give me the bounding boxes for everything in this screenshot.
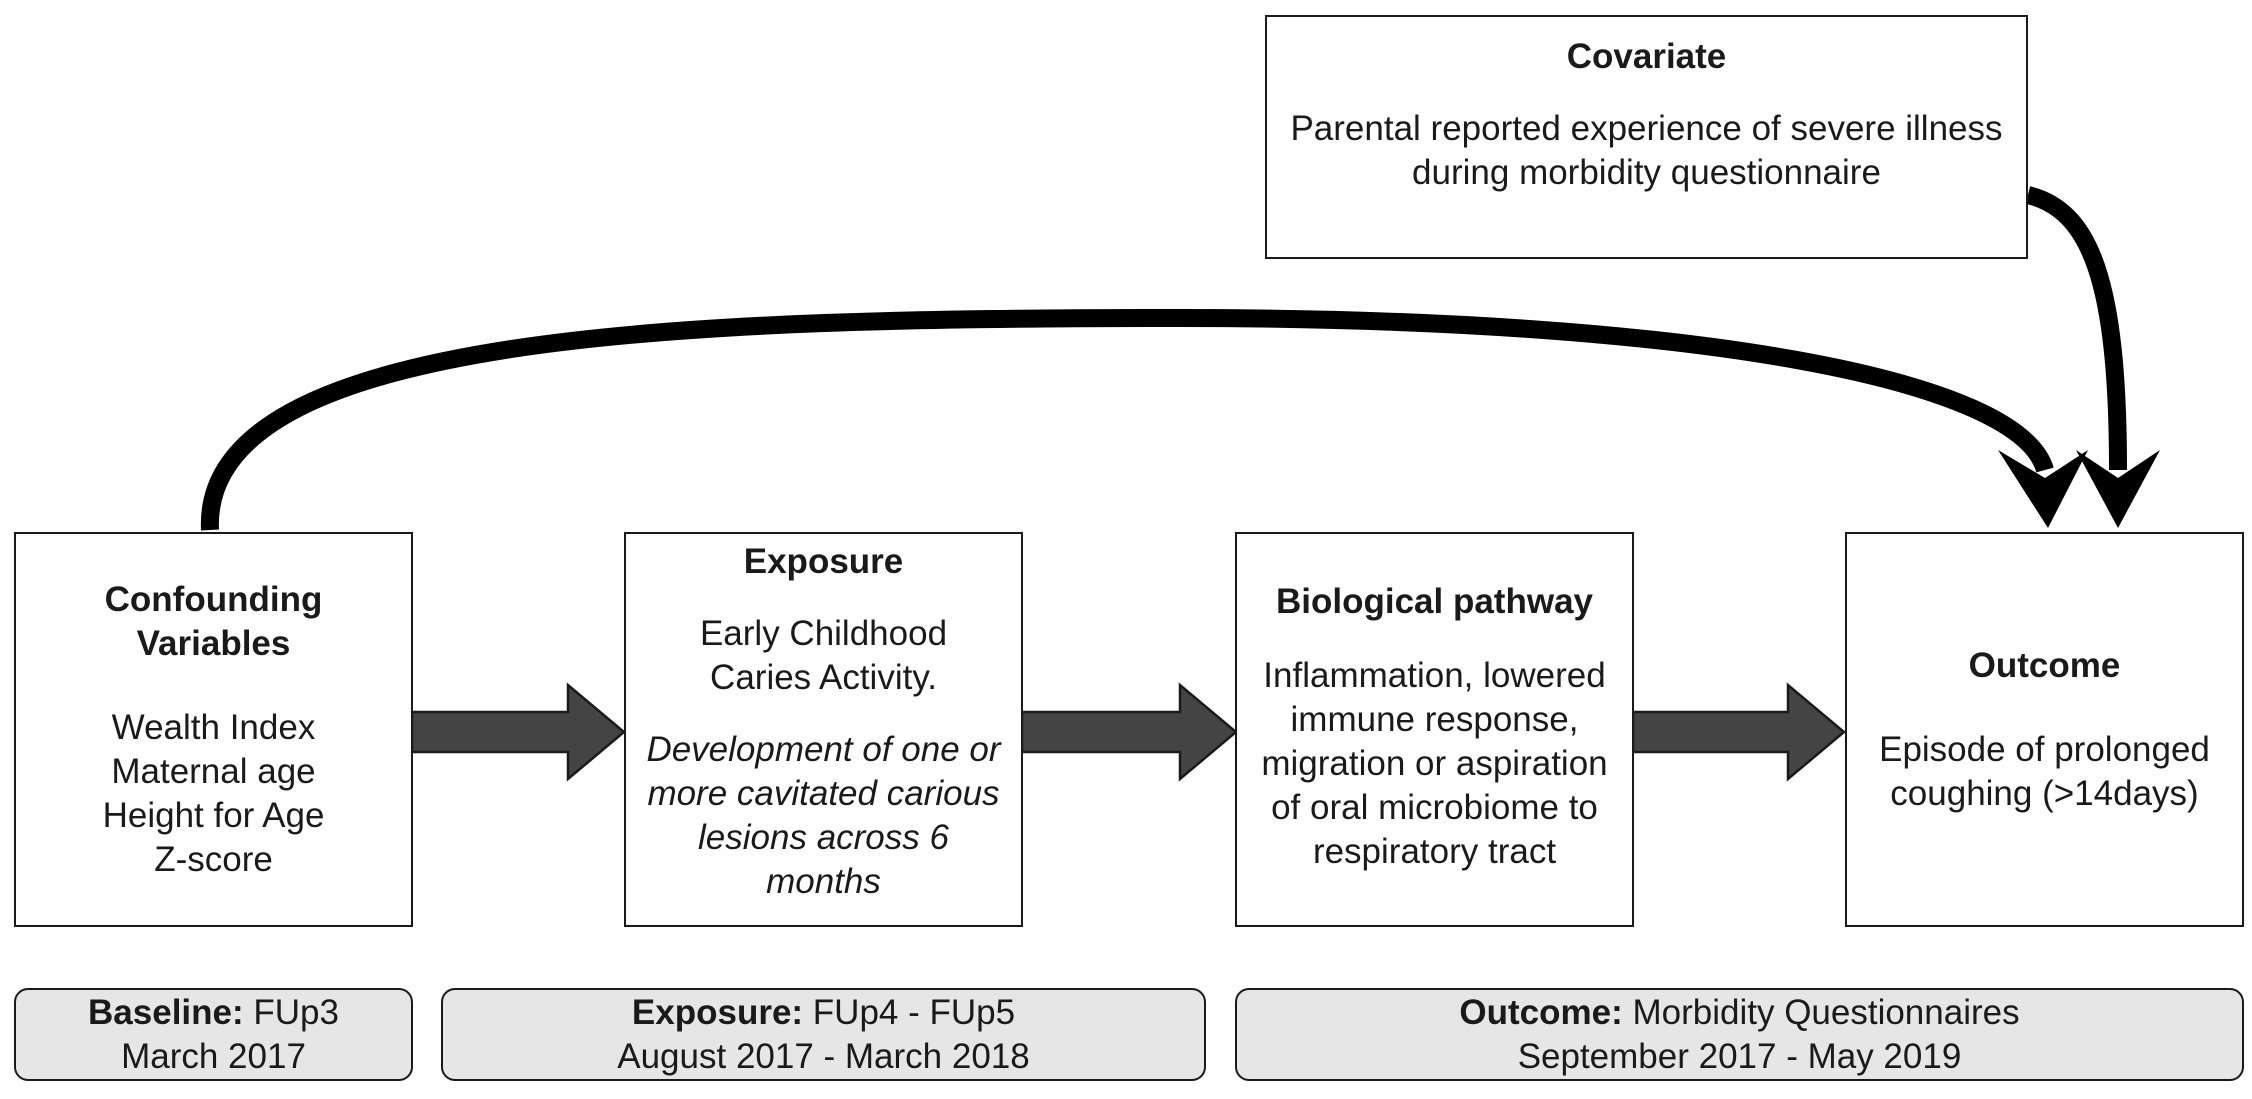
confounder-item: Height for Age [102,795,325,835]
timeline-baseline: Baseline: FUp3 March 2017 [14,988,413,1081]
pathway-box: Biological pathway Inflammation, lowered… [1235,532,1634,927]
exposure-title: Exposure [743,542,904,581]
timeline-exposure: Exposure: FUp4 - FUp5 August 2017 - Marc… [441,988,1206,1081]
arrow-pathway-to-outcome [1631,682,1846,782]
arrow-confounders-to-exposure [410,682,626,782]
timeline-dates: March 2017 [121,1036,306,1076]
exposure-box: Exposure Early Childhood Caries Activity… [624,532,1023,927]
timeline-label: Exposure: [631,992,804,1032]
pathway-title: Biological pathway [1276,582,1593,621]
outcome-box: Outcome Episode of prolonged coughing (>… [1845,532,2244,927]
curved-arrow-confounders-to-outcome [200,308,2054,531]
timeline-dates: August 2017 - March 2018 [617,1036,1030,1076]
exposure-italic-text: Development of one or more cavitated car… [646,730,1001,901]
timeline-dates: September 2017 - May 2019 [1517,1036,1962,1076]
arrow-exposure-to-pathway [1020,682,1238,782]
pathway-text: Inflammation, lowered immune response, m… [1261,656,1608,871]
timeline-value: Morbidity Questionnaires [1632,992,2020,1032]
confounder-item: Z-score [154,839,273,879]
covariate-box: Covariate Parental reported experience o… [1265,15,2028,259]
timeline-outcome: Outcome: Morbidity Questionnaires Septem… [1235,988,2244,1081]
timeline-label: Outcome: [1459,992,1623,1032]
confounders-title: Confounding Variables [104,579,323,663]
timeline-value: FUp4 - FUp5 [812,992,1016,1032]
covariate-title: Covariate [1566,37,1727,76]
timeline-label: Baseline: [88,992,244,1032]
curved-arrow-confounders-head [1998,450,2088,528]
curved-arrow-covariate-head [2076,450,2160,528]
timeline-value: FUp3 [253,992,339,1032]
curved-arrow-covariate-to-outcome [2025,186,2127,471]
outcome-title: Outcome [1968,645,2121,685]
confounder-item: Wealth Index [111,707,316,747]
exposure-text: Early Childhood Caries Activity. [699,614,948,697]
outcome-text: Episode of prolonged coughing (>14days) [1879,729,2210,813]
covariate-text: Parental reported experience of severe i… [1290,109,2003,192]
confounder-item: Maternal age [111,751,316,791]
confounders-box: Confounding Variables Wealth Index Mater… [14,532,413,927]
